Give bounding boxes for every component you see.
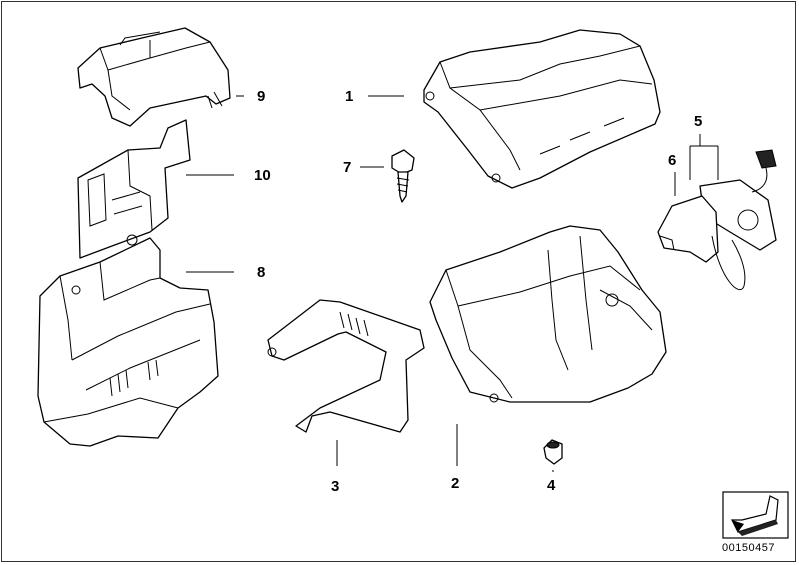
leader-lines <box>186 95 719 472</box>
callout-1: 1 <box>345 88 354 105</box>
diagram-id: 00150457 <box>722 542 775 554</box>
callout-7: 7 <box>343 159 352 176</box>
part-8-housing[interactable] <box>37 234 219 447</box>
callout-8: 8 <box>257 264 266 281</box>
callout-2: 2 <box>451 475 460 492</box>
callout-3: 3 <box>331 478 340 495</box>
callout-9: 9 <box>257 88 266 105</box>
part-7-screw[interactable] <box>391 149 415 203</box>
callout-4: 4 <box>547 477 556 494</box>
part-10-bracket[interactable] <box>77 119 191 259</box>
part-4-grommet[interactable] <box>543 439 563 465</box>
part-5-6-assembly[interactable] <box>657 149 777 291</box>
part-9-cover[interactable] <box>77 27 231 127</box>
callout-6: 6 <box>668 152 677 169</box>
part-1-lid[interactable] <box>423 29 661 189</box>
arrow-down-left-icon[interactable] <box>722 491 789 539</box>
part-3-u-bracket[interactable] <box>267 299 425 433</box>
callout-5: 5 <box>694 113 703 130</box>
part-2-base[interactable] <box>429 225 667 403</box>
callout-10: 10 <box>254 167 271 184</box>
